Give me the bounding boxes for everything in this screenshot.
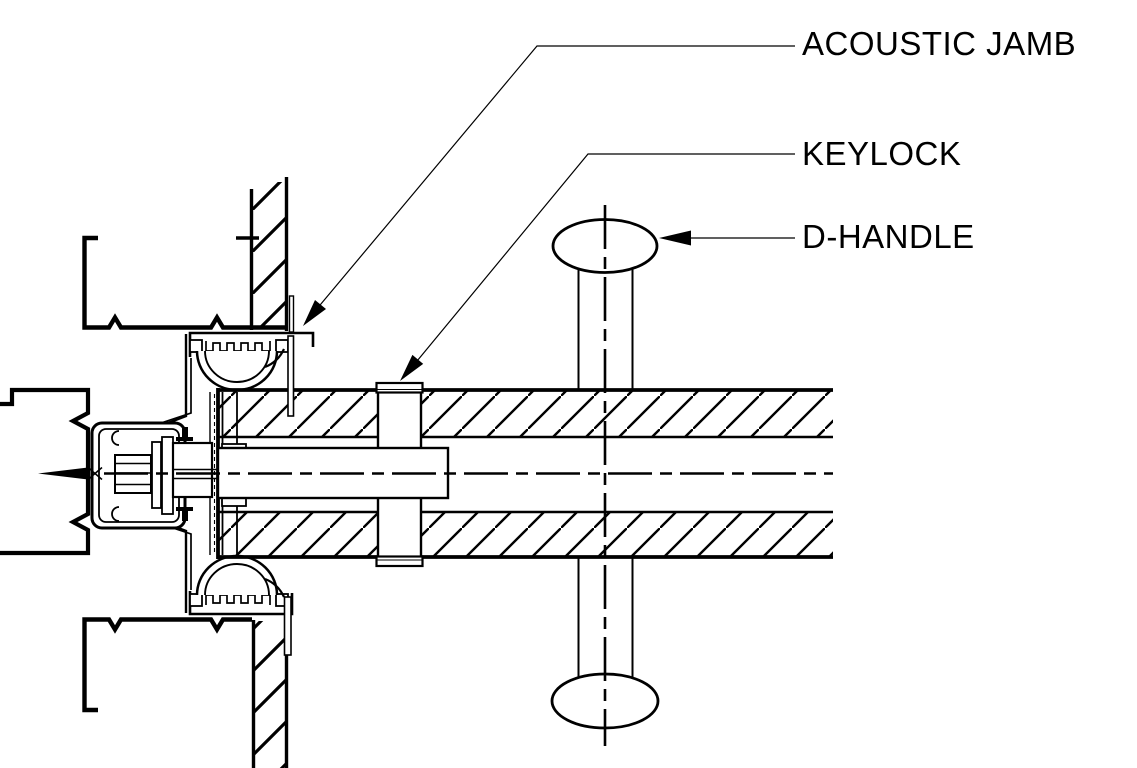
callout-d-handle: D-HANDLE — [802, 218, 975, 255]
centerlines — [104, 205, 833, 746]
leader-d-handle — [659, 230, 795, 246]
acoustic-jamb-seal-bottom — [151, 516, 294, 616]
bulb-seal-outer-top — [195, 350, 279, 392]
door-leaf — [209, 388, 833, 559]
fixing-screw — [38, 466, 103, 481]
keylock-cap-bottom — [375, 555, 424, 568]
seal-flange-top — [288, 295, 295, 333]
wall-section-bottom — [251, 617, 289, 768]
screw-boss-curl-top — [111, 430, 120, 446]
gasket-bottom — [176, 507, 193, 521]
wall-section-top — [236, 177, 289, 331]
stud-track-top — [82, 235, 288, 330]
callout-acoustic-jamb: ACOUSTIC JAMB — [802, 25, 1077, 62]
acoustic-jamb-seal-top — [151, 295, 315, 431]
wall-framing-block — [0, 387, 91, 556]
leader-arrowhead — [659, 230, 691, 246]
seal-flap-top — [264, 348, 285, 369]
wall-hatch-bottom — [254, 621, 286, 768]
door-skin-hatch-bottom — [218, 512, 833, 557]
leader-arrowhead — [303, 300, 326, 326]
seal-flap-bottom — [264, 577, 285, 598]
wall-hatch-top — [252, 182, 286, 328]
jamb-receiver-profile — [90, 421, 217, 530]
leader-acoustic-jamb — [303, 45, 795, 326]
bulb-seal-outer-bottom — [195, 554, 279, 596]
acoustic-fin-top — [287, 335, 295, 417]
bulb-seal-inner-bottom — [204, 563, 270, 596]
bulb-seal-inner-top — [204, 350, 270, 383]
screw-boss-curl-bottom — [111, 506, 120, 522]
screw-point — [38, 467, 88, 480]
leader-keylock — [400, 153, 795, 381]
gasket-top — [176, 427, 193, 441]
door-skin-hatch-top — [218, 390, 833, 437]
leader-arrowhead — [400, 354, 424, 381]
keylock-cap-top — [375, 381, 424, 394]
acoustic-fin-bottom — [283, 596, 292, 656]
callout-keylock: KEYLOCK — [802, 135, 962, 172]
stud-track-bottom — [82, 617, 252, 713]
